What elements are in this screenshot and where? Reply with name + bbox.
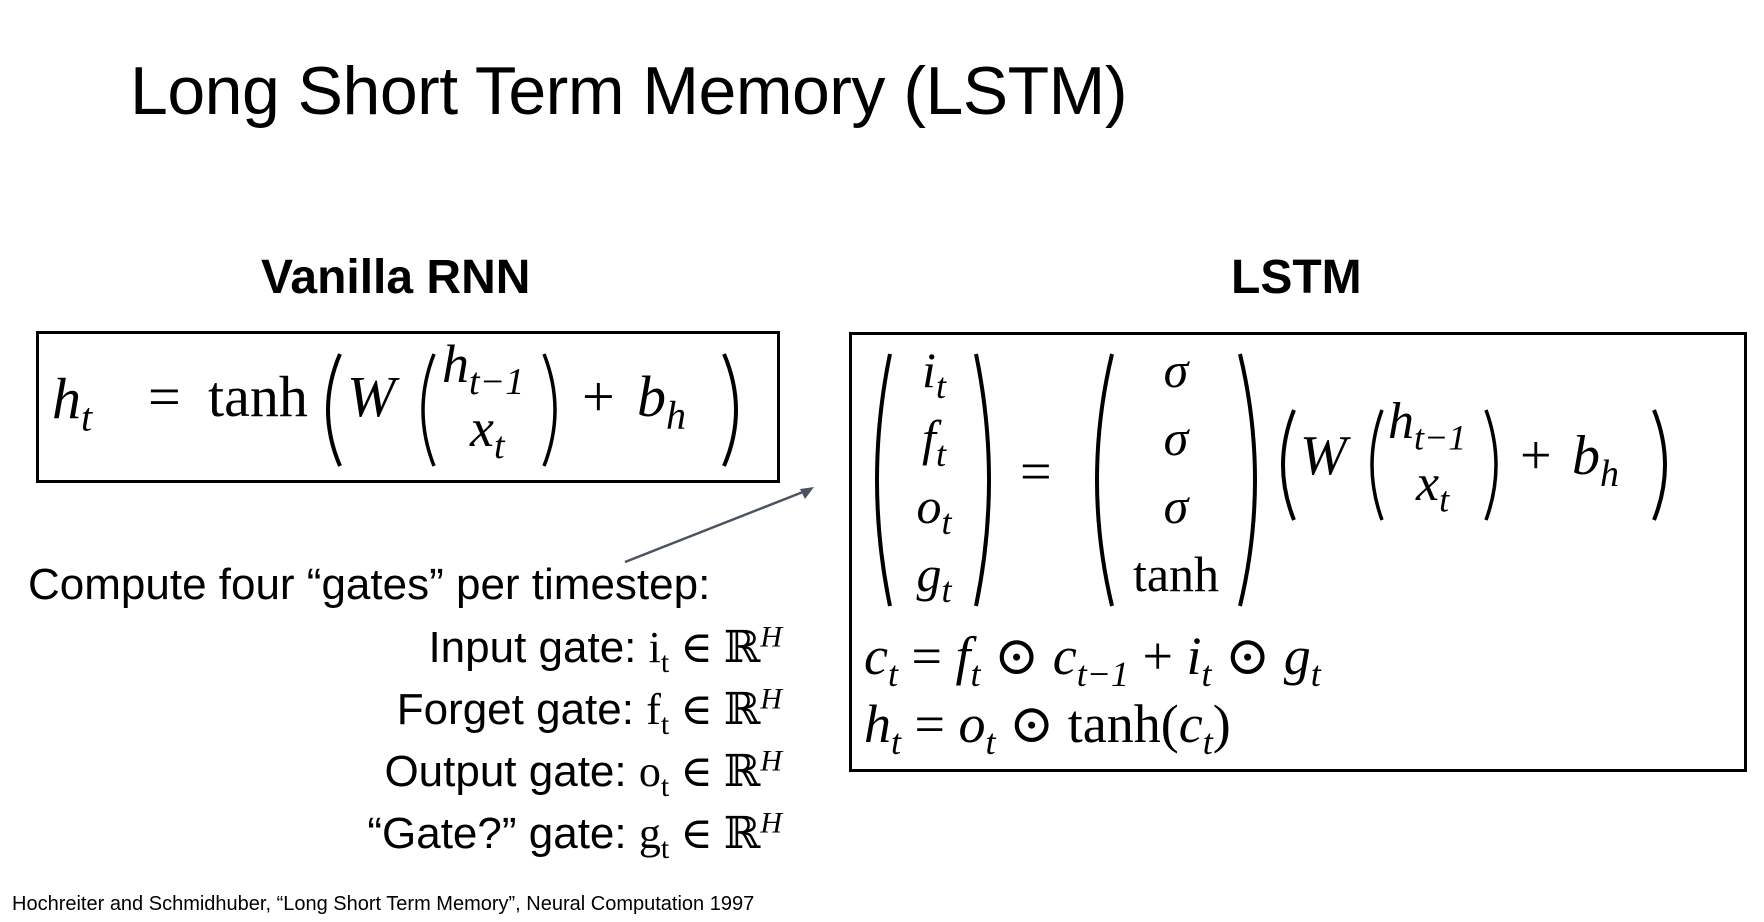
gate-line-output: Output gate: ot ∈ ℝH — [384, 744, 782, 803]
lstm-heading: LSTM — [1231, 251, 1362, 304]
rnn-vec-right-paren — [542, 353, 557, 467]
lstm-vec-right-paren — [1484, 409, 1498, 521]
lstm-gates-vector: it ft ot gt — [894, 336, 974, 608]
activation-sigma-2: σ — [1163, 410, 1189, 466]
gate-i: it — [922, 342, 946, 406]
lstm-outer-right-paren — [1652, 409, 1667, 521]
lstm-hidden-equation: ht = ot ⊙ tanh(ct) — [864, 694, 1231, 762]
lstm-equation-box — [849, 332, 1747, 772]
lstm-plus: + — [1520, 425, 1552, 487]
activation-sigma-3: σ — [1163, 478, 1189, 534]
vanilla-rnn-equation-box — [36, 331, 780, 483]
slide-title: Long Short Term Memory (LSTM) — [130, 53, 1127, 129]
vanilla-rnn-equation: ht = tanh W ht−1 xt + bh — [52, 334, 772, 480]
rnn-lhs: ht — [52, 366, 93, 440]
rnn-equals: = — [148, 364, 181, 429]
pointer-arrow — [624, 487, 814, 564]
lstm-activations-left-paren — [1095, 353, 1114, 607]
gate-line-forget: Forget gate: ft ∈ ℝH — [396, 682, 782, 741]
lstm-cell-equation: ct = ft ⊙ ct−1 + it ⊙ gt — [864, 626, 1321, 694]
lstm-equals: = — [1020, 441, 1052, 503]
gates-intro-text: Compute four “gates” per timestep: — [28, 560, 711, 609]
rnn-tanh: tanh — [208, 364, 308, 429]
lstm-weight: W — [1300, 425, 1347, 487]
gate-g: gt — [916, 546, 952, 610]
gate-o: ot — [916, 478, 952, 542]
lstm-outer-left-paren — [1281, 409, 1296, 521]
lstm-gates-right-paren — [974, 353, 991, 607]
gate-line-input: Input gate: it ∈ ℝH — [428, 620, 782, 679]
rnn-bias: bh — [637, 364, 686, 438]
lstm-activations-right-paren — [1238, 353, 1257, 607]
lstm-bias: bh — [1572, 425, 1619, 496]
rnn-weight: W — [347, 364, 396, 429]
lstm-vec-bottom: xt — [1416, 455, 1450, 520]
rnn-vec-left-paren — [421, 353, 436, 467]
gate-f: ft — [922, 410, 946, 474]
rnn-outer-left-paren — [326, 353, 342, 467]
lstm-vec-top: ht−1 — [1388, 393, 1467, 458]
rnn-vec-top: ht−1 — [442, 334, 525, 403]
rnn-outer-right-paren — [722, 353, 738, 467]
vanilla-rnn-heading: Vanilla RNN — [261, 251, 531, 304]
lstm-gates-left-paren — [875, 353, 892, 607]
activation-sigma-1: σ — [1163, 342, 1189, 398]
activation-tanh: tanh — [1132, 546, 1220, 602]
lstm-vec-left-paren — [1370, 409, 1384, 521]
citation-footer: Hochreiter and Schmidhuber, “Long Short … — [12, 893, 755, 915]
lstm-activations-vector: σ σ σ tanh — [1114, 336, 1238, 608]
lstm-gate-equation: it ft ot gt = σ σ σ tanh W ht−1 xt + bh — [860, 340, 1740, 620]
rnn-plus: + — [582, 364, 615, 429]
gate-line-gate: “Gate?” gate: gt ∈ ℝH — [367, 806, 782, 865]
rnn-vec-bottom: xt — [470, 398, 505, 467]
